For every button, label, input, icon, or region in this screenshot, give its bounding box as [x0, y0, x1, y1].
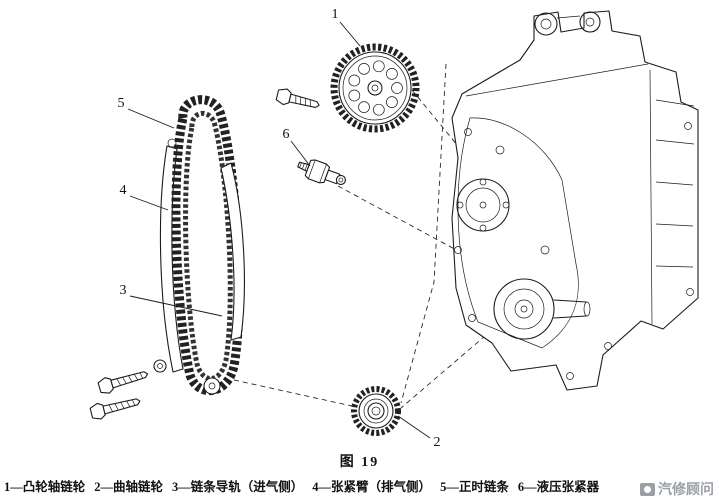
- water-pump-bore: [456, 178, 510, 232]
- crankshaft-bore: [493, 278, 591, 340]
- guide-bolt-lower: [89, 398, 141, 420]
- watermark-logo-icon: [640, 482, 655, 496]
- sprocket-bolt: [275, 88, 320, 108]
- timing-chain-diagram: 1 5 4 3 6 2: [89, 7, 699, 450]
- chain-guide: [220, 162, 245, 341]
- crankshaft-sprocket: [351, 386, 401, 436]
- guide-bolt-upper: [97, 371, 149, 394]
- callout-3: 3: [120, 283, 127, 298]
- hydraulic-tensioner: [297, 159, 346, 186]
- timing-chain: [171, 95, 244, 396]
- callout-4: 4: [120, 183, 127, 198]
- figure-legend: 1—凸轮轴链轮 2—曲轴链轮 3—链条导轨（进气侧） 4—张紧臂（排气侧） 5—…: [4, 476, 604, 495]
- callout-1: 1: [332, 7, 339, 22]
- legend-item-3: 3—链条导轨（进气侧）: [172, 480, 304, 494]
- callout-2: 2: [434, 435, 441, 450]
- assembly-dashed-lines: [233, 63, 507, 409]
- watermark: 汽修顾问: [640, 479, 714, 499]
- legend-item-6: 6—液压张紧器: [517, 480, 600, 494]
- leader-lines: [127, 21, 431, 439]
- legend-item-2: 2—曲轴链轮: [94, 480, 164, 494]
- chain-pivot: [203, 377, 221, 395]
- callout-6: 6: [283, 127, 290, 142]
- legend-item-4: 4—张紧臂（排气侧）: [312, 480, 432, 494]
- camshaft-sprocket: [330, 43, 420, 133]
- figure-caption: 图 19: [339, 455, 380, 470]
- engine-block: [451, 10, 699, 391]
- legend-item-5: 5—正时链条: [440, 480, 509, 494]
- callout-5: 5: [118, 96, 125, 111]
- watermark-text: 汽修顾问: [658, 483, 714, 498]
- legend-item-1: 1—凸轮轴链轮: [4, 480, 86, 494]
